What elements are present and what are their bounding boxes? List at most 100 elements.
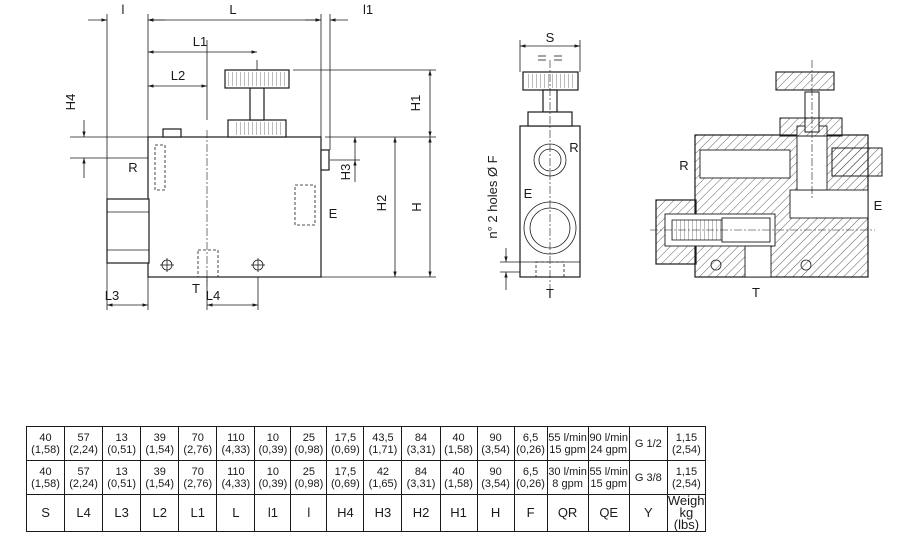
- cell-value: 55 l/min: [589, 465, 628, 478]
- cell-value-alt: 15 gpm: [549, 443, 586, 456]
- table-cell: L1: [178, 494, 218, 532]
- table-cell: Y: [628, 494, 668, 532]
- cell-value-alt: 15 gpm: [590, 477, 628, 490]
- table-cell: 13(0,51): [102, 460, 142, 495]
- cell-value-alt: (1,58): [444, 443, 473, 456]
- port-E-label: E: [329, 206, 338, 221]
- cell-value: QE: [599, 505, 619, 520]
- cell-value-alt: (0,98): [294, 477, 324, 490]
- dim-H2-label: H2: [374, 195, 389, 212]
- dim-L4-label: L4: [206, 288, 220, 303]
- port-T-label: T: [192, 281, 200, 296]
- cell-value: 84: [414, 465, 428, 478]
- cell-value: L1: [190, 505, 206, 520]
- cell-value: F: [526, 505, 535, 520]
- table-cell: 110(4,33): [216, 426, 256, 461]
- table-cell: l: [290, 494, 328, 532]
- table-cell: H: [476, 494, 515, 532]
- cell-value-alt: (4,33): [221, 443, 251, 456]
- front-view: l L l1 L1 L2 H4 R H1 H3 H2 H E L3 T L4: [63, 2, 436, 310]
- table-cell: 40(1,58): [25, 426, 66, 461]
- cell-value: G 3/8: [634, 471, 662, 484]
- cell-value: Y: [643, 505, 653, 520]
- cell-value-alt: (2,76): [183, 477, 213, 490]
- table-cell: L: [216, 494, 256, 532]
- cell-value: 55 l/min: [548, 431, 587, 444]
- table-cell: 17,5(0,69): [326, 460, 365, 495]
- cell-value-alt: (1,58): [31, 477, 60, 490]
- cell-value: 10: [266, 431, 279, 444]
- cell-value: 10: [266, 465, 279, 478]
- cell-value-alt: 8 gpm: [552, 477, 583, 490]
- cell-value: 40: [39, 431, 52, 444]
- cell-value: 25: [302, 465, 315, 478]
- cell-value-alt: (0,51): [107, 477, 137, 490]
- sec-T-label: T: [752, 285, 760, 300]
- cell-value: 70: [191, 465, 204, 478]
- cell-value-alt: (0,39): [258, 443, 288, 456]
- table-row: 40(1,58)57(2,24)13(0,51)39(1,54)70(2,76)…: [25, 460, 707, 495]
- cell-value: 90 l/min: [589, 431, 628, 444]
- cell-value: 40: [452, 431, 465, 444]
- holes-label: n° 2 holes Ø F: [485, 155, 500, 238]
- cell-value: 13: [115, 431, 128, 444]
- table-cell: G 3/8: [628, 460, 668, 495]
- cell-value: 110: [227, 431, 245, 444]
- table-cell: 25(0,98): [290, 426, 328, 461]
- cell-value: H4: [337, 505, 354, 520]
- cell-value: 6,5: [522, 431, 539, 444]
- cell-value-alt: (3,54): [481, 443, 510, 456]
- table-cell: H2: [401, 494, 441, 532]
- cell-value-alt: (0,26): [516, 443, 545, 456]
- table-cell: 57(2,24): [64, 460, 104, 495]
- table-cell: 43,5(1,71): [363, 426, 403, 461]
- cell-value: H1: [450, 505, 467, 520]
- cell-value: 84: [414, 431, 428, 444]
- cell-value-alt: (1,54): [145, 443, 175, 456]
- table-cell: 17,5(0,69): [326, 426, 365, 461]
- cell-value: 70: [191, 431, 204, 444]
- table-cell: 70(2,76): [178, 426, 218, 461]
- cell-value-alt: (0,26): [516, 477, 545, 490]
- table-cell: 42(1,65): [363, 460, 403, 495]
- sec-R-label: R: [679, 158, 688, 173]
- cell-value: 90: [489, 465, 502, 478]
- table-cell: QR: [546, 494, 589, 532]
- cell-value: 57: [77, 465, 90, 478]
- cell-value-alt: (0,69): [331, 443, 360, 456]
- table-cell: 70(2,76): [178, 460, 218, 495]
- cell-value-alt: (1,71): [368, 443, 398, 456]
- side-R-label: R: [569, 140, 578, 155]
- section-view: R E T: [650, 60, 883, 300]
- cell-value-alt: kg (lbs): [673, 505, 700, 532]
- technical-drawing: l L l1 L1 L2 H4 R H1 H3 H2 H E L3 T L4: [63, 2, 883, 310]
- cell-value: H2: [412, 505, 430, 520]
- table-cell: 90(3,54): [476, 426, 515, 461]
- cell-value-alt: (3,31): [406, 443, 436, 456]
- cell-value: 1,15: [675, 465, 698, 478]
- dim-H4-label: H4: [63, 94, 78, 111]
- cell-value: 43,5: [372, 431, 394, 444]
- cell-value-alt: (0,51): [107, 443, 137, 456]
- table-cell: F: [513, 494, 548, 532]
- dim-L1-label: L1: [193, 34, 207, 49]
- cell-value: 39: [153, 431, 166, 444]
- valve-body: [147, 136, 322, 278]
- table-cell: 1,15(2,54): [666, 426, 707, 461]
- cell-value: 57: [77, 431, 90, 444]
- cell-value: 17,5: [334, 465, 357, 478]
- sec-E-label: E: [874, 198, 883, 213]
- table-cell: QE: [587, 494, 630, 532]
- cell-value: 39: [153, 465, 166, 478]
- table-row: 40(1,58)57(2,24)13(0,51)39(1,54)70(2,76)…: [25, 426, 707, 461]
- cell-value: L3: [114, 505, 129, 520]
- dim-L3-label: L3: [105, 288, 119, 303]
- table-cell: 110(4,33): [216, 460, 256, 495]
- table-cell: L2: [140, 494, 180, 532]
- table-cell: 25(0,98): [290, 460, 328, 495]
- cell-value-alt: 24 gpm: [590, 443, 628, 456]
- table-cell: 84(3,31): [401, 460, 441, 495]
